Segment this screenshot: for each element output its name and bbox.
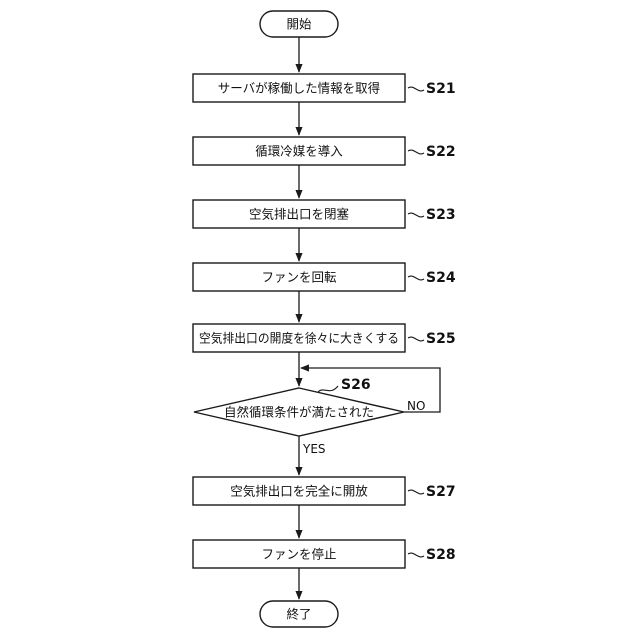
process-label-s23: 空気排出口を閉塞 xyxy=(249,207,350,222)
step-leader-s27 xyxy=(408,490,424,494)
step-id-s23: S23 xyxy=(426,207,456,223)
step-id-s28: S28 xyxy=(426,547,456,563)
end-label: 終了 xyxy=(286,607,311,622)
step-leader-s28 xyxy=(408,553,424,557)
process-label-s24: ファンを回転 xyxy=(261,270,337,285)
process-step-s25: 空気排出口の開度を徐々に大きくする S25 xyxy=(193,324,456,352)
process-step-s28: ファンを停止 S28 xyxy=(193,540,456,568)
step-id-s27: S27 xyxy=(426,484,456,500)
step-leader-s26 xyxy=(318,386,338,392)
process-step-s27: 空気排出口を完全に開放 S27 xyxy=(193,477,456,505)
process-step-s21: サーバが稼働した情報を取得 S21 xyxy=(193,74,456,102)
yes-branch-label: YES xyxy=(302,442,326,456)
process-step-s24: ファンを回転 S24 xyxy=(193,263,456,291)
start-terminal: 開始 xyxy=(260,11,338,37)
step-id-s24: S24 xyxy=(426,270,456,286)
process-step-s22: 循環冷媒を導入 S22 xyxy=(193,137,456,165)
step-leader-s23 xyxy=(408,213,424,217)
decision-label-s26: 自然循環条件が満たされた xyxy=(224,405,374,420)
process-label-s28: ファンを停止 xyxy=(261,547,336,562)
process-label-s22: 循環冷媒を導入 xyxy=(255,144,343,159)
step-id-s21: S21 xyxy=(426,81,456,97)
step-leader-s24 xyxy=(408,276,424,280)
process-step-s23: 空気排出口を閉塞 S23 xyxy=(193,200,456,228)
step-id-s22: S22 xyxy=(426,144,456,160)
step-id-s26: S26 xyxy=(341,377,371,393)
start-label: 開始 xyxy=(286,17,312,32)
step-leader-s25 xyxy=(408,337,424,341)
no-branch-label: NO xyxy=(407,399,425,413)
step-id-s25: S25 xyxy=(426,331,456,347)
step-leader-s22 xyxy=(408,150,424,154)
process-label-s21: サーバが稼働した情報を取得 xyxy=(218,81,380,96)
end-terminal: 終了 xyxy=(260,601,338,627)
step-leader-s21 xyxy=(408,87,424,91)
process-label-s25: 空気排出口の開度を徐々に大きくする xyxy=(199,331,399,346)
process-label-s27: 空気排出口を完全に開放 xyxy=(230,484,368,499)
